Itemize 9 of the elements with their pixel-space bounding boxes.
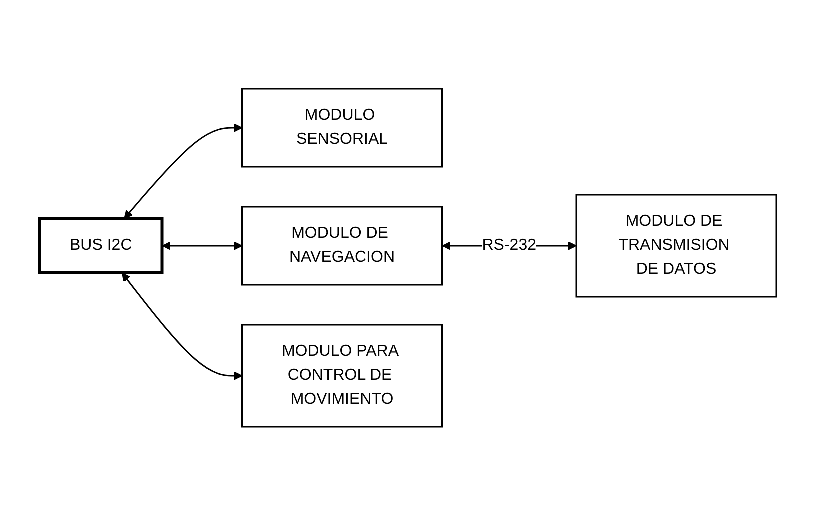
node-box: BUS I2C — [38, 218, 164, 274]
node-box: MODULO DE NAVEGACION — [241, 206, 443, 286]
arrow — [162, 242, 242, 250]
arrow — [122, 272, 242, 380]
arrow — [124, 124, 242, 220]
node-box: MODULO DE TRANSMISION DE DATOS — [576, 194, 777, 298]
node-box: MODULO SENSORIAL — [241, 88, 443, 168]
node-box: MODULO PARA CONTROL DE MOVIMIENTO — [241, 324, 443, 428]
edge-label: RS-232 — [482, 237, 536, 254]
